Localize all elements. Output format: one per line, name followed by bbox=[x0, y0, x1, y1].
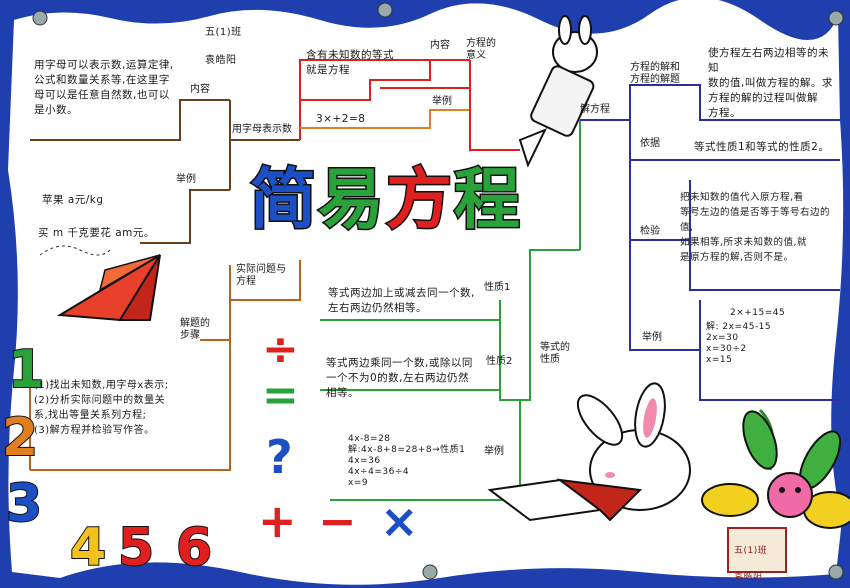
right-example-label: 举例 bbox=[642, 332, 662, 343]
decor-number-4: 4 bbox=[69, 517, 107, 579]
title-char-3: 方 bbox=[385, 160, 454, 240]
middle-example-text: 4x-8=28 解:4x-8+8=28+8→性质1 4x=36 4x÷4=36÷… bbox=[348, 434, 466, 488]
steps-label: 解题的 步骤 bbox=[180, 318, 210, 341]
top-example-text: 3×+2=8 bbox=[316, 113, 366, 125]
practical-problems-label: 实际问题与 方程 bbox=[236, 264, 286, 287]
solve-equation-label: 解方程 bbox=[580, 104, 610, 115]
decor-number-2: 2 bbox=[1, 407, 39, 469]
decor-minus: − bbox=[318, 494, 357, 548]
class-tag-class: 五(1)班 bbox=[205, 27, 242, 38]
left-example-line1: 苹果 a元/kg bbox=[42, 194, 104, 206]
signature-text: 五(1)班 袁皓阳 bbox=[734, 532, 767, 588]
left-example-line2: 买 m 千克要花 am元。 bbox=[38, 227, 155, 239]
property2-label: 性质2 bbox=[486, 356, 513, 367]
poster-title: 简易方程 bbox=[249, 160, 522, 240]
left-content-label: 内容 bbox=[190, 84, 210, 95]
signature-class: 五(1)班 bbox=[734, 546, 768, 556]
right-example-steps: 解: 2x=45-15 2x=30 x=30÷2 x=15 bbox=[706, 322, 772, 365]
bunny-reading-drawing bbox=[487, 382, 691, 522]
solution-text: 使方程左右两边相等的未知 数的值,叫做方程的解。求 方程的解的过程叫做解 方程。 bbox=[708, 47, 833, 119]
title-char-4: 程 bbox=[453, 160, 522, 240]
decor-question: ? bbox=[266, 430, 293, 484]
title-char-1: 简 bbox=[249, 160, 318, 240]
left-branch-label: 用字母表示数 bbox=[232, 124, 292, 135]
steps-text: (1)找出未知数,用字母x表示; (2)分析实际问题中的数量关 系,找出等量关系… bbox=[34, 380, 169, 436]
top-example-label: 举例 bbox=[432, 96, 452, 107]
equation-properties-label: 等式的 性质 bbox=[540, 342, 570, 365]
decor-equals: = bbox=[262, 370, 299, 421]
left-content-text: 用字母可以表示数,运算定律, 公式和数量关系等,在这里字 母可以是任意自然数,也… bbox=[34, 59, 174, 116]
class-tag-name: 袁皓阳 bbox=[205, 55, 237, 66]
property1-label: 性质1 bbox=[484, 282, 511, 293]
decor-number-6: 6 bbox=[175, 517, 213, 579]
decor-number-1: 1 bbox=[7, 339, 45, 401]
decor-times: × bbox=[380, 494, 419, 548]
decor-divide: ÷ bbox=[262, 324, 299, 375]
top-content-label: 内容 bbox=[430, 40, 450, 51]
title-char-2: 易 bbox=[317, 160, 386, 240]
signature-stamp bbox=[727, 527, 787, 573]
basis-label: 依据 bbox=[640, 138, 660, 149]
paper-airplane-drawing bbox=[39, 245, 161, 322]
middle-example-label: 举例 bbox=[484, 446, 504, 457]
solution-label: 方程的解和 方程的解题 bbox=[630, 62, 680, 85]
check-label: 检验 bbox=[640, 226, 660, 237]
basis-text: 等式性质1和等式的性质2。 bbox=[694, 141, 830, 153]
class-tag: 五(1)班 袁皓阳 bbox=[205, 12, 242, 82]
check-text: 把未知数的值代入原方程,看 等号左边的值是否等于等号右边的值, 如果相等,所求未… bbox=[680, 192, 831, 263]
equation-meaning-label: 方程的 意义 bbox=[466, 38, 496, 61]
property2-text: 等式两边乘同一个数,或除以同 一个不为0的数,左右两边仍然 相等。 bbox=[326, 357, 473, 399]
property1-text: 等式两边加上或减去同一个数, 左右两边仍然相等。 bbox=[328, 287, 475, 314]
flower-drawing bbox=[701, 408, 850, 529]
signature-name: 袁皓阳 bbox=[734, 572, 763, 582]
right-example-equation: 2×+15=45 bbox=[730, 308, 786, 318]
pen-bunny-drawing bbox=[518, 15, 598, 168]
decor-number-3: 3 bbox=[5, 473, 43, 535]
mindmap-lines bbox=[29, 59, 840, 501]
equation-definition-text: 含有未知数的等式 就是方程 bbox=[306, 49, 394, 76]
decor-plus: + bbox=[258, 494, 297, 548]
left-example-label: 举例 bbox=[176, 174, 196, 185]
decor-number-5: 5 bbox=[117, 517, 155, 579]
